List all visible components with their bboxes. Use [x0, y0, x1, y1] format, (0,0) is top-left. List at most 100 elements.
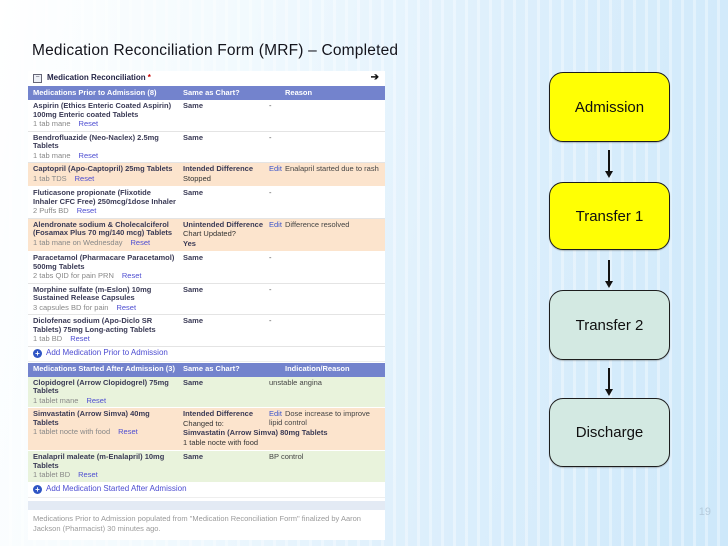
reset-link[interactable]: Reset — [121, 271, 142, 280]
medication-name: Bendrofluazide (Neo-Naclex) 2.5mg Tablet… — [33, 132, 159, 150]
collapse-icon[interactable]: − — [33, 74, 42, 83]
same-as-chart-cell: Same — [183, 316, 269, 344]
medication-name: Clopidogrel (Arrow Clopidogrel) 75mg Tab… — [33, 377, 169, 395]
section-header: Medications Prior to Admission (8) Same a… — [28, 86, 385, 100]
medication-name: Simvastatin (Arrow Simva) 40mg Tablets — [33, 409, 150, 427]
medication-cell: Bendrofluazide (Neo-Naclex) 2.5mg Tablet… — [33, 132, 183, 161]
edit-link[interactable]: Edit — [269, 409, 282, 418]
chart-status: Chart Updated? — [183, 229, 236, 238]
table-row: Fluticasone propionate (Flixotide Inhale… — [28, 187, 385, 219]
reason-text: - — [269, 101, 272, 110]
table-row: Morphine sulfate (m-Eslon) 10mg Sustaine… — [28, 283, 385, 315]
chart-status: Same — [183, 316, 204, 325]
medication-cell: Aspirin (Ethics Enteric Coated Aspirin) … — [33, 101, 183, 129]
chart-status: Yes — [183, 238, 196, 248]
reason-text: Dose increase to improve lipid control — [269, 409, 370, 427]
medication-cell: Morphine sulfate (m-Eslon) 10mg Sustaine… — [33, 285, 183, 313]
reason-cell: - — [269, 284, 385, 313]
column-label: Same as Chart? — [183, 87, 240, 97]
reason-text: Difference resolved — [284, 219, 350, 229]
medication-name: Captopril (Apo-Captopril) 25mg Tablets — [33, 164, 173, 173]
medication-name: Alendronate sodium & Cholecalciferol (Fo… — [33, 219, 173, 237]
reason-text: unstable angina — [269, 377, 322, 387]
chart-status: Same — [183, 377, 204, 387]
reset-link[interactable]: Reset — [78, 150, 99, 160]
reset-link[interactable]: Reset — [70, 334, 90, 343]
edit-link[interactable]: Edit — [269, 164, 282, 173]
dose: 2 Puffs BD — [33, 206, 69, 215]
chart-status: Simvastatin (Arrow Simva) 80mg Tablets — [183, 428, 328, 437]
same-as-chart-cell: Same — [183, 377, 269, 406]
dose-line: 3 capsules BD for pain Reset — [33, 302, 183, 313]
reset-link[interactable]: Reset — [86, 395, 107, 405]
edit-link[interactable]: Edit — [269, 219, 282, 229]
medication-cell: Clopidogrel (Arrow Clopidogrel) 75mg Tab… — [33, 377, 183, 406]
medication-cell: Diclofenac sodium (Apo-Diclo SR Tablets)… — [33, 316, 183, 344]
reset-link[interactable]: Reset — [118, 427, 138, 436]
dose: 1 tab TDS — [33, 173, 67, 183]
reason-cell: BP control — [269, 452, 385, 480]
add-medication-label: Add Medication Prior to Admission — [46, 347, 168, 357]
column-label: Indication/Reason — [285, 364, 350, 373]
dose-line: 1 tab TDS Reset — [33, 173, 183, 184]
dose: 3 capsules BD for pain — [33, 302, 109, 312]
reason-text: - — [269, 132, 272, 142]
section-header: Medications Started After Admission (3)S… — [28, 362, 385, 377]
chart-status: Same — [183, 132, 204, 142]
medication-cell: Alendronate sodium & Cholecalciferol (Fo… — [33, 219, 183, 250]
chart-status: Same — [183, 284, 204, 294]
form-sections: Medications Prior to Admission (8) Same a… — [28, 86, 385, 498]
reason-cell: unstable angina — [269, 377, 385, 406]
dose: 2 tabs QID for pain PRN — [33, 271, 114, 280]
medication-cell: Enalapril maleate (m-Enalapril) 10mg Tab… — [33, 452, 183, 480]
medication-name: Paracetamol (Pharmacare Paracetamol) 500… — [33, 253, 175, 271]
table-row: Aspirin (Ethics Enteric Coated Aspirin) … — [28, 100, 385, 132]
table-row: Clopidogrel (Arrow Clopidogrel) 75mg Tab… — [28, 376, 385, 408]
dose-line: 1 tablet mane Reset — [33, 395, 183, 406]
column-label: Medications Prior to Admission (8) — [33, 87, 157, 97]
reset-link[interactable]: Reset — [74, 173, 95, 183]
same-as-chart-cell: Same — [183, 101, 269, 129]
add-medication-link[interactable]: + Add Medication Prior to Admission — [28, 346, 385, 362]
reason-text: - — [269, 316, 272, 325]
medication-cell: Fluticasone propionate (Flixotide Inhale… — [33, 188, 183, 216]
form-header: − Medication Reconciliation * ➔ — [28, 71, 385, 85]
chart-status: 1 table nocte with food — [183, 437, 259, 447]
reason-text: - — [269, 253, 272, 262]
reset-link[interactable]: Reset — [116, 302, 137, 312]
add-medication-link[interactable]: +Add Medication Started After Admission — [28, 482, 385, 498]
slide-page-number: 19 — [698, 506, 711, 518]
chart-status: Same — [183, 452, 204, 461]
form-title: Medication Reconciliation — [47, 73, 146, 83]
medication-name: Enalapril maleate (m-Enalapril) 10mg Tab… — [33, 452, 165, 470]
chart-status: Stopped — [183, 173, 211, 183]
form-bottom-strip — [28, 500, 385, 510]
same-as-chart-cell: Same — [183, 132, 269, 161]
plus-icon: + — [33, 348, 42, 358]
table-row: Alendronate sodium & Cholecalciferol (Fo… — [28, 218, 385, 252]
reset-link[interactable]: Reset — [130, 237, 151, 247]
column-label: Reason — [285, 87, 313, 97]
reset-link[interactable]: Reset — [78, 119, 99, 128]
next-arrow-icon[interactable]: ➔ — [370, 72, 379, 84]
flow-node-discharge: Discharge — [549, 398, 670, 467]
same-as-chart-cell: Same — [183, 284, 269, 313]
dose: 1 tablet mane — [33, 395, 79, 405]
reset-link[interactable]: Reset — [78, 470, 98, 479]
down-arrow-icon — [605, 260, 612, 288]
reset-link[interactable]: Reset — [76, 206, 97, 215]
form-footer-note: Medications Prior to Admission populated… — [28, 511, 385, 540]
reason-text: - — [269, 284, 272, 294]
reason-cell: - — [269, 132, 385, 161]
reason-cell: - — [269, 101, 385, 129]
